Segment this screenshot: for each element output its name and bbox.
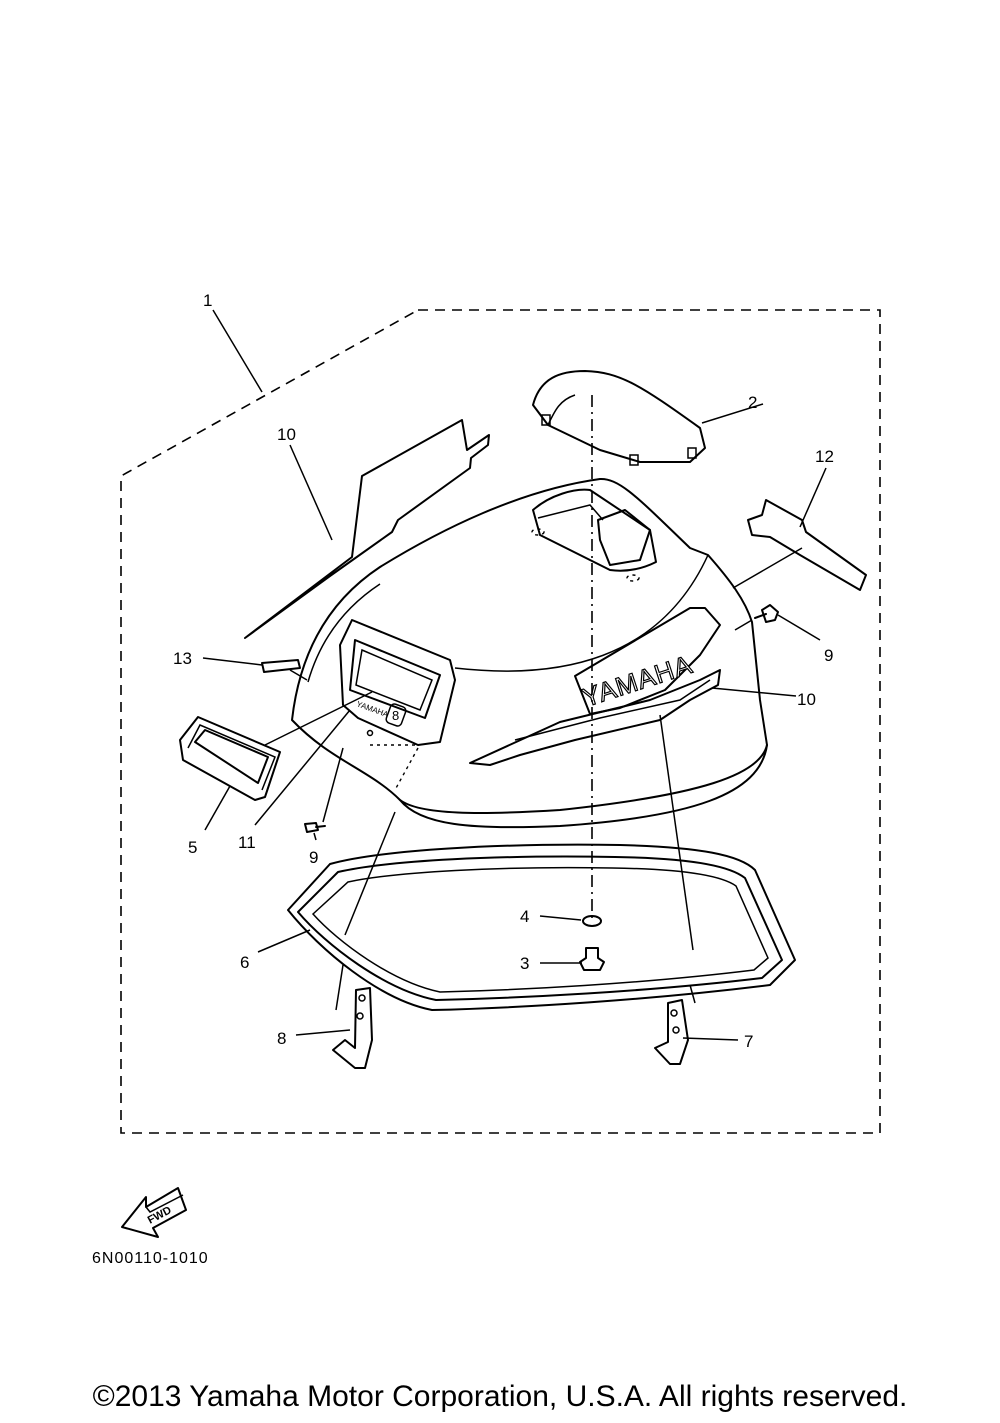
grommet-outer xyxy=(179,716,281,801)
decal-swoosh-inner xyxy=(514,679,711,741)
callout-7: 7 xyxy=(744,1032,753,1051)
callout-4: 4 xyxy=(520,907,529,926)
leader-9-left xyxy=(313,832,317,841)
leader-13b xyxy=(289,669,308,681)
bracket-7 xyxy=(654,999,689,1065)
bracket-8-hole-2 xyxy=(356,1012,364,1020)
gasket-seal-inner xyxy=(297,855,783,1001)
diagram-code: 6N00110-1010 xyxy=(92,1250,209,1267)
leader-12b xyxy=(732,547,803,589)
copyright-notice: ©2013 Yamaha Motor Corporation, U.S.A. A… xyxy=(92,1380,908,1413)
callout-9-right: 9 xyxy=(824,646,833,665)
recess-hole-2 xyxy=(626,574,640,582)
guide-panel xyxy=(394,747,419,791)
vent-opening xyxy=(349,639,441,719)
top-recess-inner xyxy=(597,509,651,566)
callout-2: 2 xyxy=(748,393,757,412)
screw-9-left xyxy=(304,822,326,833)
leader-9-left-b xyxy=(322,747,344,823)
leader-7 xyxy=(682,1037,739,1041)
screw-9-right xyxy=(754,604,779,623)
bolt-3 xyxy=(579,947,605,971)
decal-swoosh xyxy=(469,669,721,766)
top-recess xyxy=(532,488,657,572)
bracket-7-hole-1 xyxy=(670,1009,678,1017)
leader-5 xyxy=(204,785,231,831)
leader-5b xyxy=(264,691,373,746)
leader-2 xyxy=(701,403,764,424)
leader-12 xyxy=(799,467,827,528)
decal-piece-12 xyxy=(747,499,867,591)
leader-10-left xyxy=(289,444,333,541)
badge-number-frame xyxy=(385,703,407,727)
leader-9-right-b xyxy=(734,619,753,631)
guide-bracket-8 xyxy=(344,811,396,936)
leader-11 xyxy=(254,709,351,826)
guide-bracket-7b xyxy=(689,984,696,1004)
callout-12: 12 xyxy=(815,447,834,466)
leader-1 xyxy=(212,309,263,393)
guide-bracket-8b xyxy=(335,964,344,1011)
decal-strip-left xyxy=(244,419,490,639)
callout-10-right: 10 xyxy=(797,690,816,709)
panel-hole xyxy=(366,729,374,737)
lid-foot-2 xyxy=(629,454,639,466)
callout-10-left: 10 xyxy=(277,425,296,444)
assembly-boundary xyxy=(120,309,881,1134)
callout-6: 6 xyxy=(240,953,249,972)
callout-3: 3 xyxy=(520,954,529,973)
fwd-arrow-icon: FWD xyxy=(121,1187,187,1238)
callout-13: 13 xyxy=(173,649,192,668)
lid-foot-1 xyxy=(541,414,551,426)
top-lid xyxy=(532,370,706,463)
gasket-seal-inner-2 xyxy=(311,866,769,993)
callout-8: 8 xyxy=(277,1029,286,1048)
vent-opening-inner xyxy=(355,648,433,711)
guide-bracket-7 xyxy=(659,714,694,951)
leader-6 xyxy=(257,929,311,953)
leader-13 xyxy=(202,657,263,666)
cowling-seam xyxy=(454,554,709,672)
callout-1: 1 xyxy=(203,291,212,310)
leader-9-right xyxy=(777,614,821,641)
leader-10-right xyxy=(711,687,797,697)
grommet-inner xyxy=(194,729,269,784)
bracket-8 xyxy=(332,987,373,1069)
leader-8 xyxy=(295,1029,351,1036)
callout-11: 11 xyxy=(238,833,256,852)
bracket-8-hole-1 xyxy=(358,994,366,1002)
lid-foot-3 xyxy=(687,447,697,459)
callout-9-left: 9 xyxy=(309,848,318,867)
grommet-rim xyxy=(187,724,276,791)
cowling-lip xyxy=(399,744,768,829)
badge-number: 8 xyxy=(392,708,399,723)
label-13 xyxy=(261,659,301,673)
gasket-seal xyxy=(287,843,796,1011)
leader-4 xyxy=(539,915,582,921)
recess-hole-1 xyxy=(531,528,545,536)
top-recess-detail xyxy=(537,504,604,521)
bracket-7-hole-2 xyxy=(672,1026,680,1034)
cowling-contour xyxy=(307,583,381,683)
callout-5: 5 xyxy=(188,838,197,857)
